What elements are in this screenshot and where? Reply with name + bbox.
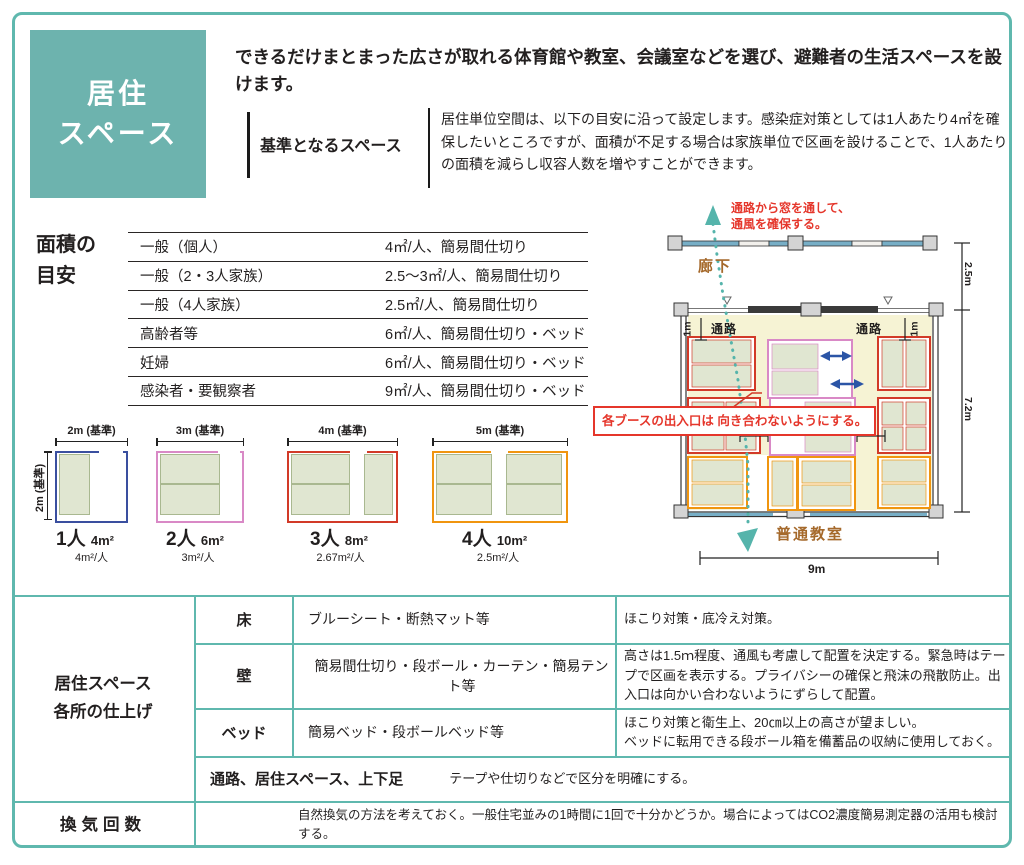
table-line	[194, 595, 196, 847]
aisle-label: 通路	[711, 322, 738, 336]
part-label: ベッド	[221, 724, 267, 742]
capacity-label: 2人 6m²	[166, 529, 224, 550]
booth-diagram-2person: 3m (基準) 2人 6m² 3m²/人	[128, 418, 278, 568]
table-row: 一般（個人）4㎡/人、簡易間仕切り	[128, 233, 588, 262]
mat	[364, 454, 393, 515]
callout-leader-line	[731, 392, 762, 409]
booth-entrance-note: 各ブースの出入口は 向き合わないようにする。	[593, 406, 877, 437]
booth-outline	[432, 450, 568, 523]
mat	[506, 454, 562, 484]
aisle-label: 通路	[856, 322, 883, 336]
corridor-wall	[667, 235, 938, 251]
mat	[291, 454, 350, 484]
height-dimension-line	[44, 451, 52, 520]
divider-bar	[247, 112, 250, 178]
mat	[506, 484, 562, 515]
mat	[59, 454, 90, 515]
material-text: 簡易間仕切り・段ボール・カーテン・簡易テント等	[314, 657, 609, 694]
table-line	[12, 801, 1009, 803]
up-arrow-icon	[705, 205, 721, 225]
area-guide-heading: 面積の 目安	[36, 234, 96, 287]
zoning-row: 通路、居住スペース、上下足 テープや仕切りなどで区分を明確にする。	[210, 756, 1006, 801]
booth-diagram-1person: 2m (基準) 2m (基準) 1人 4m² 4m²/人	[28, 418, 178, 568]
ventilation-path	[705, 205, 758, 552]
mat	[436, 484, 492, 515]
floor-plan: 通路から窓を通して、 通風を確保する。 廊下 通路 通路 1m 1m 1m 1m…	[580, 200, 1024, 590]
ventilation-note-text: 自然換気の方法を考えておく。一般住宅並みの1時間に1回で十分かどうか。場合によっ…	[298, 808, 998, 841]
zoning-note: テープや仕切りなどで区分を明確にする。	[449, 770, 696, 786]
area-guide-table: 一般（個人）4㎡/人、簡易間仕切り 一般（2・3人家族）2.5～3㎡/人、簡易間…	[128, 232, 588, 406]
entrance-gap	[99, 450, 123, 454]
table-line	[292, 595, 294, 756]
entrance-gap	[350, 450, 367, 454]
booth-diagram-4person: 5m (基準) 4人 10m² 2.5m²/人	[402, 418, 568, 568]
booth	[877, 336, 931, 509]
mat	[436, 454, 492, 484]
note-text: 高さは1.5ｍ程度、通風も考慮して配置を決定する。緊急時はテープで区画を表示する…	[624, 648, 1006, 703]
section-title-line1: 居住	[86, 78, 149, 110]
table-row: 一般（4人家族）2.5㎡/人、簡易間仕切り	[128, 291, 588, 320]
section-title-line2: スペース	[57, 118, 179, 149]
section-title-box: 居住 スペース	[30, 30, 206, 198]
part-label: 床	[236, 611, 252, 629]
dimension-label-width: 9m	[808, 562, 826, 576]
entrance-gap	[218, 450, 240, 454]
width-dimension-line	[156, 438, 244, 446]
booth	[767, 339, 856, 511]
ventilation-note: 通路から窓を通して、 通風を確保する。	[731, 201, 851, 232]
width-dimension-line	[55, 438, 128, 446]
table-line	[194, 756, 1009, 758]
table-line	[194, 643, 1009, 645]
table-row: 一般（2・3人家族）2.5～3㎡/人、簡易間仕切り	[128, 262, 588, 291]
finish-table-header: 居住スペース 各所の仕上げ	[53, 674, 153, 721]
dimension-label-1m: 1m	[681, 321, 694, 337]
capacity-label: 4人 10m²	[462, 529, 528, 550]
booth-outline	[55, 450, 128, 523]
standards-body: 居住単位空間は、以下の目安に沿って設定します。感染症対策としては1人あたり4㎡を…	[441, 111, 1008, 173]
material-text: 簡易ベッド・段ボールベッド等	[308, 724, 504, 740]
capacity-label: 3人 8m²	[310, 529, 368, 550]
width-dimension-line	[287, 438, 398, 446]
table-line	[194, 708, 1009, 710]
table-line	[615, 595, 617, 756]
dimension-label-1m: 1m	[908, 321, 921, 337]
table-line	[12, 595, 1009, 597]
corridor-label: 廊下	[698, 258, 733, 275]
note-text: ほこり対策・底冷え対策。	[624, 611, 781, 627]
booth-outline	[156, 450, 244, 523]
material-text: ブルーシート・断熱マット等	[308, 611, 490, 627]
zoning-label: 通路、居住スペース、上下足	[210, 771, 404, 788]
page-border	[12, 12, 1012, 848]
dimension-label-depth: 7.2m	[961, 397, 974, 421]
shift-arrow-icon	[820, 351, 864, 389]
capacity-label: 1人 4m²	[56, 529, 114, 550]
mat	[291, 484, 350, 515]
intro-heading: できるだけまとまった広さが取れる体育館や教室、会議室などを選び、避難者の生活スペ…	[235, 47, 1002, 95]
down-arrow-icon	[737, 528, 758, 552]
ventilation-label: 換気回数	[60, 816, 146, 834]
divider-bar	[428, 108, 430, 188]
part-label: 壁	[236, 668, 252, 685]
booth-diagram-3person: 4m (基準) 3人 8m² 2.67m²/人	[258, 418, 408, 568]
dimension-label-corridor: 2.5m	[961, 262, 974, 286]
note-text: ほこり対策と衛生上、20㎝以上の高さが望ましい。 ベッドに転用できる段ボール箱を…	[624, 714, 1000, 750]
entrance-gap	[491, 450, 508, 454]
standards-label: 基準となるスペース	[260, 138, 402, 155]
booth-outline	[287, 450, 398, 523]
mat	[160, 454, 220, 484]
door-marker-icon	[883, 296, 893, 306]
mat	[160, 484, 220, 515]
room-label: 普通教室	[776, 526, 845, 543]
width-dimension-line	[432, 438, 568, 446]
